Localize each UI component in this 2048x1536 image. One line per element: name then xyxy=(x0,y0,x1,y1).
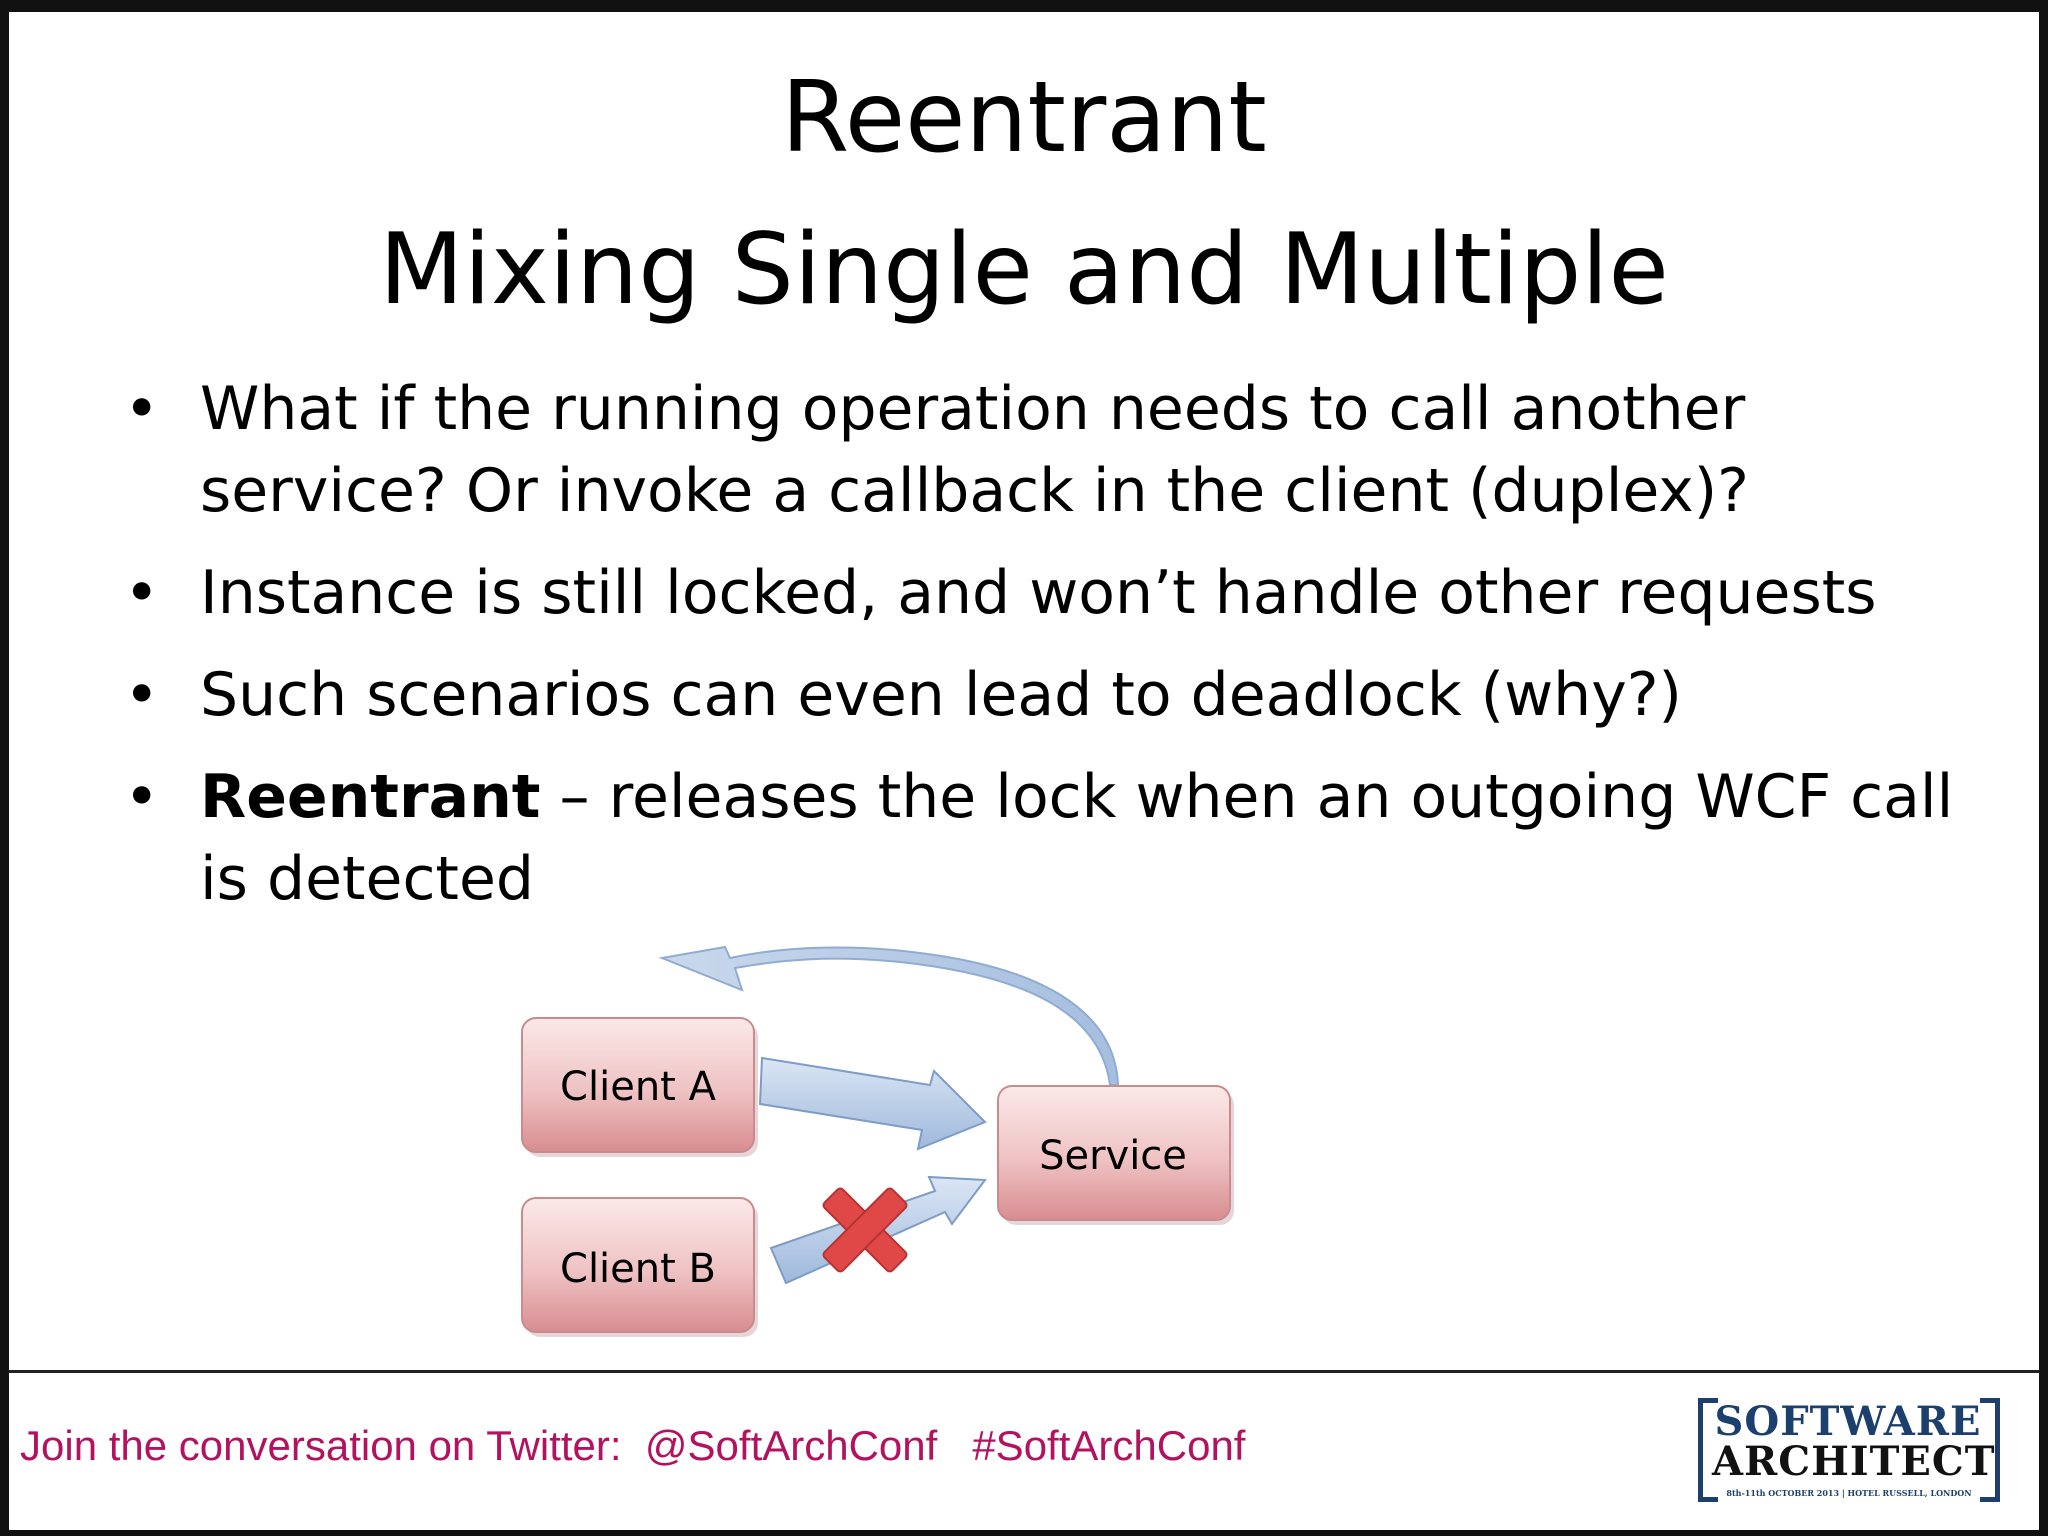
client-a-box xyxy=(521,1017,758,1157)
bullet-marker: • xyxy=(124,660,160,730)
client-a-to-service-arrow xyxy=(758,1056,987,1151)
logo-event-details: 8th-11th OCTOBER 2013 | HOTEL RUSSELL, L… xyxy=(1726,1488,1972,1498)
logo-word-software: SOFTWARE xyxy=(1714,1398,1982,1445)
twitter-footer-text: Join the conversation on Twitter: @SoftA… xyxy=(20,1422,1246,1469)
bullet-bold-term: Reentrant xyxy=(200,762,541,832)
bullet-text: Instance is still locked, and won’t hand… xyxy=(200,558,1877,628)
bullet-text: What if the running operation needs to c… xyxy=(200,374,1749,526)
bullet-text: – releases the lock when an outgoing WCF… xyxy=(200,762,1954,914)
service-label: Service xyxy=(1039,1133,1187,1179)
footer-divider xyxy=(9,1370,2039,1373)
logo-bracket-left xyxy=(1698,1398,1718,1502)
logo-word-architect: ARCHITECT xyxy=(1712,1438,1996,1485)
service-box xyxy=(997,1085,1234,1225)
client-b-label: Client B xyxy=(560,1246,716,1292)
bullet-marker: • xyxy=(124,762,160,832)
bullet-list: • What if the running operation needs to… xyxy=(120,368,1960,940)
bullet-marker: • xyxy=(124,558,160,628)
reentrant-diagram: Client A Client B Service xyxy=(521,945,1234,1337)
slide-subtitle: Mixing Single and Multiple xyxy=(379,213,1669,327)
callback-arrow xyxy=(658,945,1120,1086)
bullet-item: • Such scenarios can even lead to deadlo… xyxy=(120,654,1960,736)
software-architect-logo: SOFTWARE ARCHITECT 8th-11th OCTOBER 2013… xyxy=(1696,1396,2002,1508)
client-a-label: Client A xyxy=(560,1064,717,1110)
bullet-item: • What if the running operation needs to… xyxy=(120,368,1960,532)
bullet-item: • Reentrant – releases the lock when an … xyxy=(120,756,1960,920)
logo-bracket-right xyxy=(1980,1398,2000,1502)
bullet-item: • Instance is still locked, and won’t ha… xyxy=(120,552,1960,634)
red-x-icon xyxy=(822,1187,908,1273)
client-b-box xyxy=(521,1197,758,1337)
slide-title: Reentrant xyxy=(781,61,1267,175)
bullet-text: Such scenarios can even lead to deadlock… xyxy=(200,660,1682,730)
bullet-marker: • xyxy=(124,374,160,444)
